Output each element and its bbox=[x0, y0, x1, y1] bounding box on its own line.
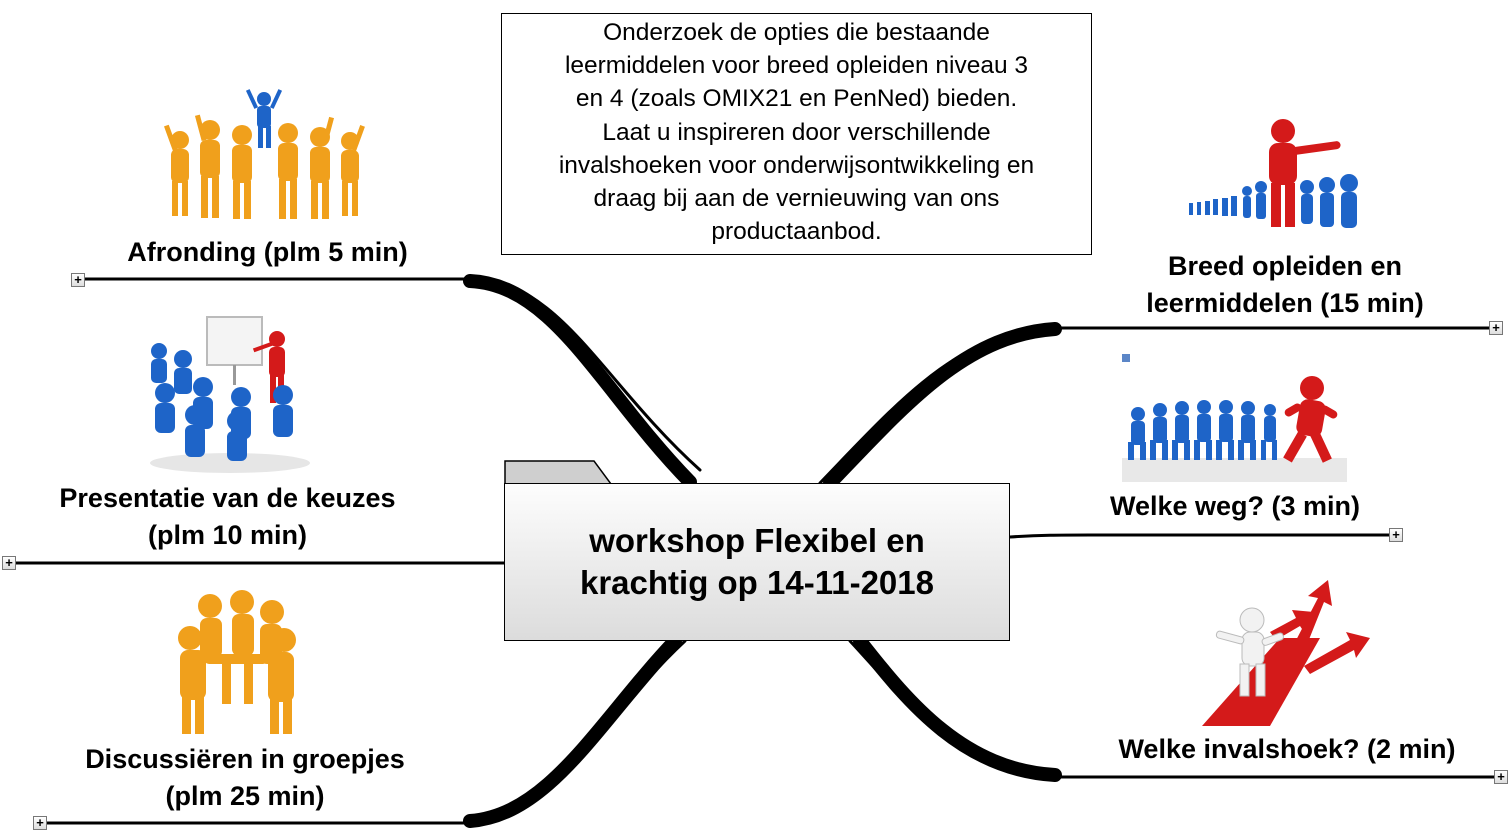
note-line: en 4 (zoals OMIX21 en PenNed) bieden. bbox=[575, 85, 1018, 113]
central-topic[interactable]: workshop Flexibel en krachtig op 14-11-2… bbox=[504, 483, 1010, 641]
central-title-line: krachtig op 14-11-2018 bbox=[579, 564, 934, 601]
branch-weg bbox=[1008, 533, 1398, 539]
presentation-meeting-icon bbox=[150, 316, 310, 473]
central-topic-title: workshop Flexibel en krachtig op 14-11-2… bbox=[537, 520, 977, 604]
branch-afronding-thick bbox=[463, 274, 697, 489]
topic-label: Presentatie van de keuzes bbox=[59, 483, 396, 513]
topic-label: Breed opleiden en bbox=[1167, 251, 1403, 281]
branch-breed-thick bbox=[823, 322, 1062, 490]
topic-label: Welke invalshoek? (2 min) bbox=[1118, 734, 1456, 764]
branch-discussie-thick bbox=[463, 634, 682, 828]
topic-label: (plm 25 min) bbox=[165, 781, 325, 811]
leader-pointing-icon bbox=[1189, 119, 1358, 228]
expand-presentatie-button[interactable]: + bbox=[2, 556, 16, 570]
note-line: productaanbod. bbox=[711, 218, 882, 246]
topic-weg[interactable]: Welke weg? (3 min) bbox=[1075, 488, 1395, 525]
topic-label: Afronding (plm 5 min) bbox=[127, 237, 408, 267]
crossroads-arrows-icon bbox=[1202, 580, 1370, 726]
branch-invalshoek-thick bbox=[853, 634, 1062, 782]
team-huddle-icon bbox=[178, 590, 296, 734]
note-line: Laat u inspireren door verschillende bbox=[602, 118, 991, 146]
expand-discussie-button[interactable]: + bbox=[33, 816, 47, 830]
central-title-line: workshop Flexibel en bbox=[589, 522, 925, 559]
note-line: draag bij aan de vernieuwing van ons bbox=[593, 185, 1000, 213]
topic-discussie[interactable]: Discussiëren in groepjes (plm 25 min) bbox=[45, 741, 445, 815]
note-line: leermiddelen voor breed opleiden niveau … bbox=[564, 52, 1029, 80]
topic-label: leermiddelen (15 min) bbox=[1146, 288, 1424, 318]
instruction-note: Onderzoek de opties die bestaande leermi… bbox=[501, 13, 1092, 255]
note-line: invalshoeken voor onderwijsontwikkeling … bbox=[558, 151, 1035, 179]
running-race-icon bbox=[1122, 354, 1347, 482]
topic-label: Welke weg? (3 min) bbox=[1109, 491, 1361, 521]
cheering-crowd-icon bbox=[164, 89, 365, 219]
expand-afronding-button[interactable]: + bbox=[71, 273, 85, 287]
expand-breed-button[interactable]: + bbox=[1489, 321, 1503, 335]
expand-invalshoek-button[interactable]: + bbox=[1494, 770, 1508, 784]
topic-invalshoek[interactable]: Welke invalshoek? (2 min) bbox=[1082, 731, 1492, 768]
topic-breed[interactable]: Breed opleiden en leermiddelen (15 min) bbox=[1110, 248, 1460, 322]
topic-afronding[interactable]: Afronding (plm 5 min) bbox=[90, 234, 445, 271]
expand-weg-button[interactable]: + bbox=[1389, 528, 1403, 542]
topic-label: (plm 10 min) bbox=[147, 520, 308, 550]
note-line: Onderzoek de opties die bestaande bbox=[603, 19, 990, 46]
central-topic-tab bbox=[504, 460, 612, 484]
topic-label: Discussiëren in groepjes bbox=[85, 744, 405, 774]
topic-presentatie[interactable]: Presentatie van de keuzes (plm 10 min) bbox=[20, 480, 435, 554]
